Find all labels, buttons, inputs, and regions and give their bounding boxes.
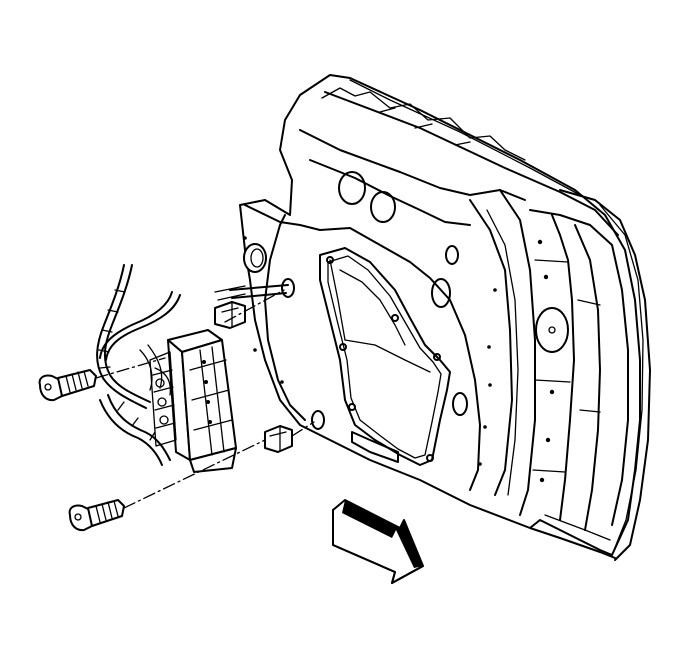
alignment-line-lower: [291, 421, 315, 437]
upper-screw: [38, 357, 166, 402]
alignment-line-upper: [224, 289, 285, 323]
forward-arrow-icon: [332, 499, 424, 584]
door-inner-panel: [239, 74, 651, 561]
control-module: [149, 329, 237, 473]
lower-screw: [68, 439, 266, 532]
wiring-harness: [96, 264, 181, 466]
mounting-clips: [214, 284, 293, 453]
